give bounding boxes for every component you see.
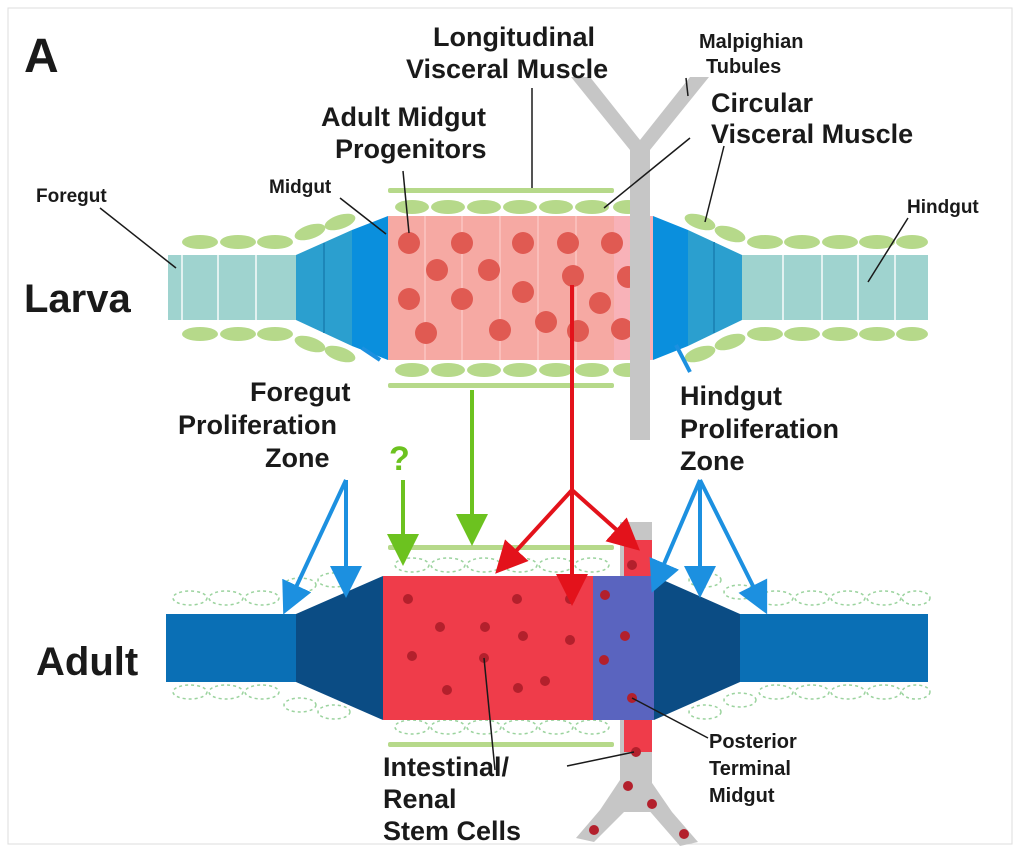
larva-foregut-proliferation-zone bbox=[352, 216, 388, 360]
progenitors-label-1: Adult Midgut bbox=[321, 102, 486, 132]
hindgut-label: Hindgut bbox=[907, 197, 979, 218]
blue-arrow-hindgut-3 bbox=[700, 480, 760, 600]
ptm-label-2: Terminal bbox=[709, 758, 791, 780]
midgut-label: Midgut bbox=[269, 177, 332, 198]
hindgut-prolif-label-3: Zone bbox=[680, 446, 745, 476]
larva-hindgut-tube bbox=[742, 255, 928, 320]
malpighian-label-1: Malpighian bbox=[699, 31, 803, 53]
larva-hindgut-proliferation-zone bbox=[653, 216, 688, 360]
stem-cells-label-2: Renal bbox=[383, 784, 457, 814]
stem-cells-label-3: Stem Cells bbox=[383, 816, 521, 846]
larva-longitudinal-muscle-bottom bbox=[388, 383, 614, 388]
larva-longitudinal-muscle-top bbox=[388, 188, 614, 193]
circular-muscle-label-1: Circular bbox=[711, 88, 814, 118]
foregut-prolif-label-2: Proliferation bbox=[178, 410, 337, 440]
ptm-label-3: Midgut bbox=[709, 785, 775, 807]
red-arrow-left bbox=[506, 490, 572, 562]
foregut-prolif-label-3: Zone bbox=[265, 443, 330, 473]
foregut-label: Foregut bbox=[36, 186, 107, 207]
red-arrow-right bbox=[572, 490, 628, 540]
malpighian-label-2: Tubules bbox=[706, 56, 781, 78]
foregut-prolif-label-1: Foregut bbox=[250, 377, 351, 407]
adult-stage-label: Adult bbox=[36, 640, 138, 684]
adult-longitudinal-muscle-bottom bbox=[388, 742, 614, 747]
longitudinal-muscle-label-2: Visceral Muscle bbox=[406, 54, 608, 84]
adult-gut bbox=[166, 522, 930, 846]
hindgut-prolif-label-1: Hindgut bbox=[680, 381, 782, 411]
adult-hindgut-tube bbox=[740, 614, 928, 682]
panel-label: A bbox=[24, 30, 59, 83]
larva-stage-label: Larva bbox=[24, 277, 131, 321]
stem-cells-label-1: Intestinal/ bbox=[383, 752, 510, 782]
ptm-label-1: Posterior bbox=[709, 731, 797, 753]
adult-longitudinal-muscle-top bbox=[388, 545, 614, 550]
blue-arrow-hindgut-1 bbox=[658, 480, 700, 578]
question-mark: ? bbox=[389, 440, 410, 478]
circular-muscle-label-2: Visceral Muscle bbox=[711, 119, 913, 149]
larva-foregut-tube bbox=[168, 255, 296, 320]
adult-foregut-cone bbox=[296, 576, 383, 720]
longitudinal-muscle-label-1: Longitudinal bbox=[433, 22, 595, 52]
hindgut-prolif-label-2: Proliferation bbox=[680, 414, 839, 444]
adult-foregut-tube bbox=[166, 614, 296, 682]
progenitors-label-2: Progenitors bbox=[335, 134, 487, 164]
adult-hindgut-cone bbox=[654, 576, 740, 720]
blue-arrow-foregut-2 bbox=[290, 480, 346, 600]
